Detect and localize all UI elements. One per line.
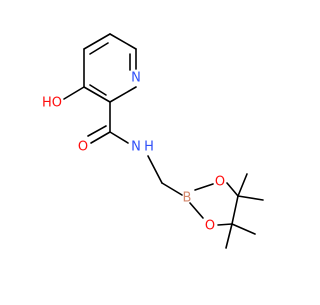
bond-o-top-c <box>226 182 239 197</box>
boron-label: B <box>183 191 192 206</box>
bond-b-o-top <box>194 183 214 191</box>
amide-nitrogen-label: N <box>131 140 141 155</box>
bond-methyl-3 <box>231 223 256 235</box>
bond-methyl-2 <box>237 195 264 201</box>
bond-c-n-amide <box>109 131 129 144</box>
bond-ring-n-c5 <box>109 86 137 103</box>
bond-c-oh <box>63 86 85 100</box>
molecule-diagram: N HO O N H B O O <box>42 33 264 249</box>
bond-n-ch2 <box>147 155 163 184</box>
bonds <box>63 33 264 249</box>
bond-c-c-ring <box>231 195 239 225</box>
bond-o-bottom-c <box>217 223 233 226</box>
bond-b-o-bottom <box>189 202 204 219</box>
bond-c-o-1 <box>90 131 111 144</box>
bond-ring-inner-1 <box>89 42 109 55</box>
ring-nitrogen-label: N <box>131 71 141 86</box>
bond-c-o-2 <box>87 125 107 137</box>
carbonyl-oxygen-label: O <box>78 140 88 155</box>
bond-ring-c1-c2 <box>83 33 111 50</box>
hydroxyl-label: HO <box>42 96 62 111</box>
amide-hydrogen-label: H <box>144 140 154 155</box>
boronate-oxygen-bottom-label: O <box>205 219 215 234</box>
atom-labels: N HO O N H B O O <box>42 71 225 234</box>
bond-methyl-4 <box>225 223 233 249</box>
bond-ring-inner-3 <box>89 84 107 96</box>
boronate-oxygen-top-label: O <box>215 175 225 190</box>
bond-ch2-b <box>161 182 183 196</box>
structure-svg: N HO O N H B O O <box>42 33 264 249</box>
bond-methyl-1 <box>237 173 248 197</box>
bond-ring-c2-c3 <box>109 33 137 50</box>
bond-ring-c5-c6 <box>83 86 111 103</box>
